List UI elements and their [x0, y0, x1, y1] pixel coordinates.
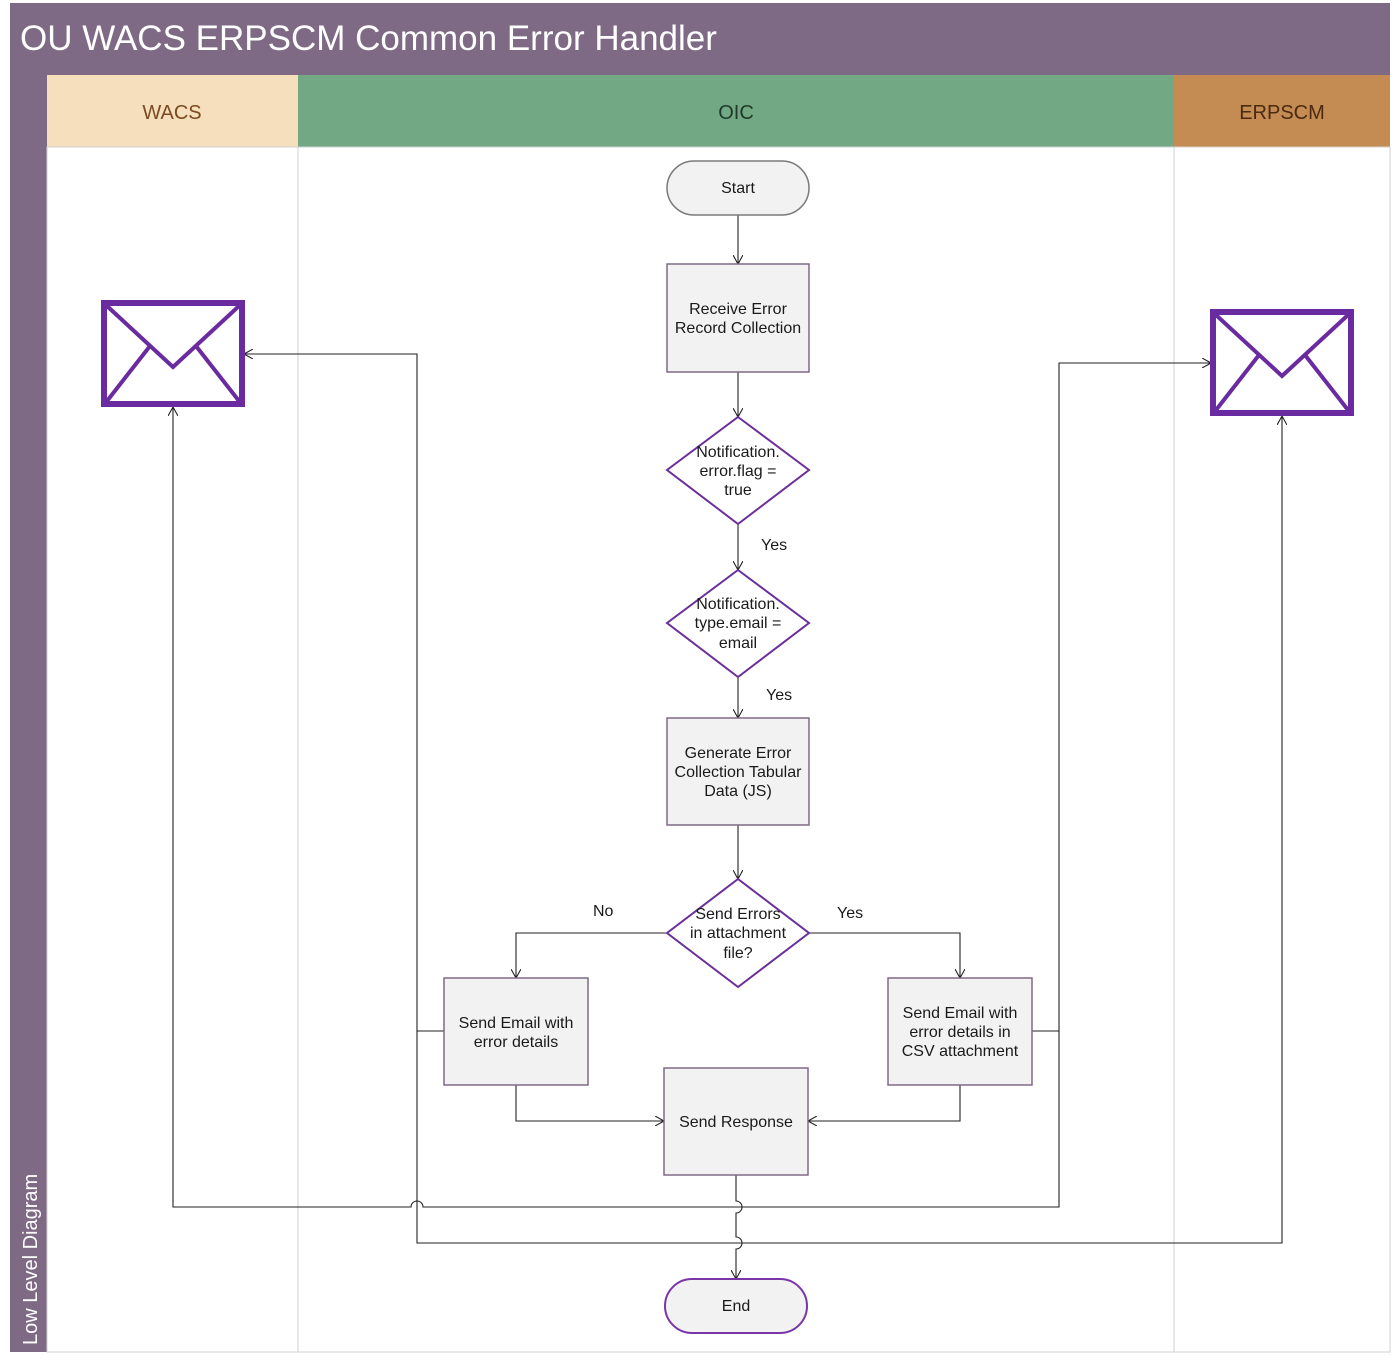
- email-csv-line-3: CSV attachment: [902, 1043, 1019, 1060]
- edge-email-plain-wacs: [244, 354, 444, 1032]
- decision-error-flag-line-2: error.flag =: [700, 463, 777, 480]
- edge-label-yes-1: Yes: [761, 537, 787, 554]
- diagram-title: OU WACS ERPSCM Common Error Handler: [20, 19, 717, 58]
- edge-email-csv-response: [808, 1085, 961, 1121]
- decision-attachment-line-2: in attachment: [690, 925, 787, 942]
- envelope-icon: [1210, 309, 1354, 416]
- send-email-csv-process: Send Email with error details in CSV att…: [887, 977, 1033, 1086]
- generate-line-1: Generate Error: [685, 745, 792, 762]
- receive-error-line-1: Receive Error: [689, 301, 787, 318]
- email-plain-line-2: error details: [474, 1034, 558, 1051]
- decision-attachment: Send Errors in attachment file?: [665, 877, 811, 989]
- connectors: [173, 215, 1282, 1279]
- side-label-bar: [10, 75, 47, 1352]
- lane-label-wacs: WACS: [142, 102, 201, 124]
- edge-label-yes-3: Yes: [837, 905, 863, 922]
- start-terminal: Start: [666, 160, 810, 216]
- receive-error-line-2: Record Collection: [675, 320, 801, 337]
- email-csv-line-2: error details in: [909, 1024, 1010, 1041]
- generate-data-process: Generate Error Collection Tabular Data (…: [666, 717, 810, 826]
- envelope-icon: [101, 300, 245, 407]
- decision-type-email-line-2: type.email =: [695, 615, 782, 632]
- lane-header-oic: [298, 75, 1174, 147]
- lane-label-oic: OIC: [718, 102, 754, 124]
- edge-label-yes-2: Yes: [766, 687, 792, 704]
- lane-label-erpscm: ERPSCM: [1239, 102, 1325, 124]
- email-plain-line-1: Send Email with: [459, 1015, 574, 1032]
- lane-header-wacs: [47, 75, 298, 147]
- send-response-process: Send Response: [663, 1067, 809, 1176]
- end-terminal: End: [664, 1278, 808, 1334]
- decision-error-flag: Notification. error.flag = true: [665, 415, 811, 526]
- lane-header-erpscm: [1174, 75, 1390, 147]
- decision-type-email: Notification. type.email = email: [665, 568, 811, 679]
- send-response-label: Send Response: [679, 1114, 793, 1131]
- decision-attachment-line-3: file?: [723, 945, 752, 962]
- edge-response-end: [736, 1175, 743, 1279]
- title-bar: [10, 3, 1390, 75]
- edge-label-no: No: [593, 903, 614, 920]
- edge-email-plain-erpscm: [416, 416, 1282, 1244]
- start-label: Start: [721, 180, 755, 197]
- side-label: Low Level Diagram: [20, 1174, 42, 1345]
- edge-email-csv-erpscm: [1032, 363, 1211, 1032]
- send-email-plain-process: Send Email with error details: [443, 977, 589, 1086]
- decision-attachment-line-1: Send Errors: [695, 906, 780, 923]
- end-label: End: [722, 1298, 750, 1315]
- decision-error-flag-line-1: Notification.: [696, 444, 780, 461]
- receive-error-process: Receive Error Record Collection: [666, 263, 810, 373]
- edge-yes-email-csv: [809, 932, 960, 978]
- generate-line-2: Collection Tabular: [675, 764, 803, 781]
- edge-no-email-plain: [516, 932, 667, 978]
- generate-line-3: Data (JS): [704, 783, 772, 800]
- email-csv-line-1: Send Email with: [903, 1005, 1018, 1022]
- edge-email-plain-response: [515, 1085, 664, 1121]
- decision-error-flag-line-3: true: [724, 482, 752, 499]
- decision-type-email-line-1: Notification.: [696, 596, 780, 613]
- decision-type-email-line-3: email: [719, 635, 757, 652]
- edge-email-csv-wacs: [173, 407, 1060, 1208]
